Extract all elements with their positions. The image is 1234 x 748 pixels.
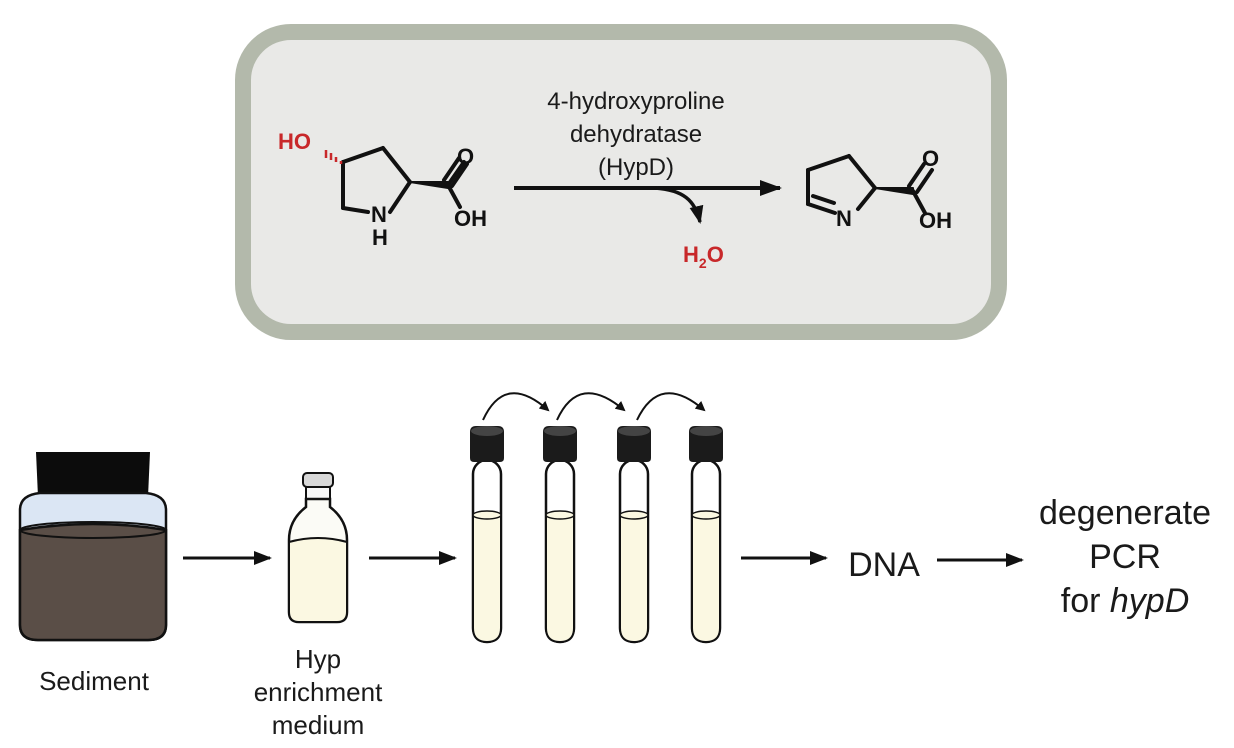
transfer-arrow-1 — [482, 392, 550, 421]
pcr-label-line3: for hypD — [1061, 582, 1190, 620]
hashed-wedge-bond — [324, 150, 343, 164]
enzyme-name-line2: dehydratase — [570, 121, 702, 148]
dna-label: DNA — [848, 546, 920, 584]
pcr-label-line2: PCR — [1089, 538, 1161, 576]
sediment-jar — [18, 452, 168, 642]
product-n-label: N — [836, 206, 852, 231]
pcr-label-line1: degenerate — [1039, 494, 1211, 532]
enzyme-name-line3: (HypD) — [598, 154, 674, 181]
transfer-arrow-2 — [556, 392, 626, 421]
pcr-label-prefix: for — [1061, 582, 1110, 620]
culture-tube-2 — [543, 426, 577, 644]
enzyme-name-line1: 4-hydroxyproline — [547, 88, 724, 115]
reactant-h-label: H — [372, 225, 388, 250]
medium-label-line2: enrichment — [254, 677, 383, 707]
culture-tube-4 — [689, 426, 723, 644]
reactant-oh-label: OH — [454, 206, 487, 231]
sediment-label: Sediment — [39, 666, 150, 696]
culture-tube-1 — [470, 426, 504, 644]
product-pyrroline-carboxylate — [806, 154, 934, 215]
product-o-label: O — [922, 146, 939, 171]
transfer-arrow-3 — [636, 392, 706, 421]
water-release-arrow — [654, 186, 704, 224]
medium-label-line1: Hyp — [295, 644, 341, 674]
product-oh-label: OH — [919, 208, 952, 233]
reaction-panel — [235, 24, 1007, 340]
medium-label-line3: medium — [272, 710, 364, 740]
pcr-gene-name: hypD — [1110, 582, 1189, 620]
water-byproduct-label: H2O — [683, 242, 724, 271]
reactant-hydroxyproline — [341, 146, 469, 214]
reactant-ho-label: HO — [278, 129, 311, 154]
reactant-n-label: N — [371, 202, 387, 227]
culture-tube-3 — [617, 426, 651, 644]
reactant-o-label: O — [457, 144, 474, 169]
enrichment-medium-bottle — [287, 472, 349, 624]
